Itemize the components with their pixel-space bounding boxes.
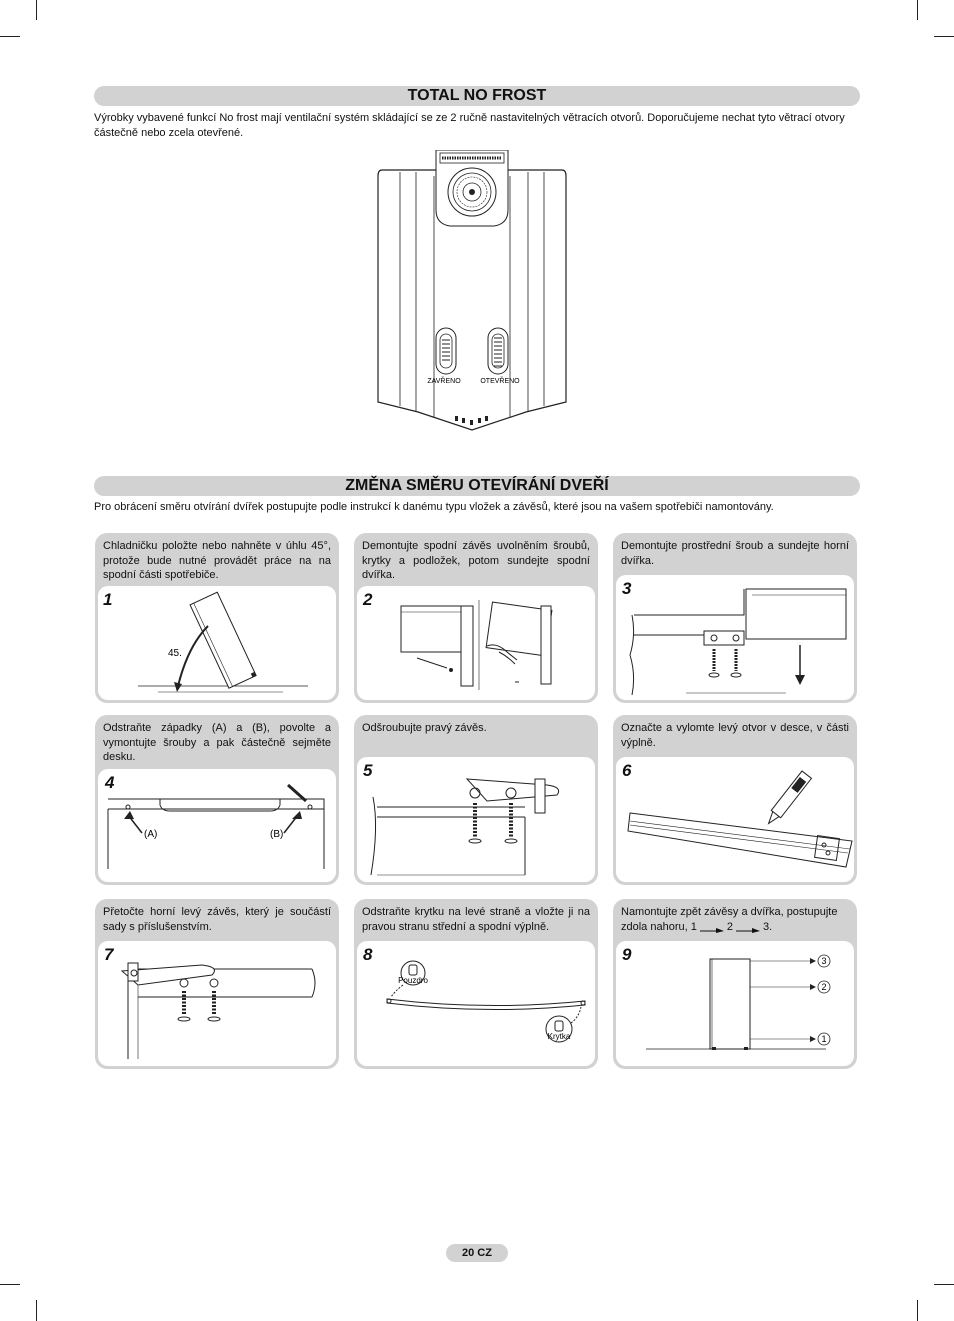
step-illustration: 4 (A) (B) [98,769,336,882]
step-text: Chladničku položte nebo nahněte v úhlu 4… [103,540,331,581]
section-title-no-frost: TOTAL NO FROST [94,86,860,106]
latch-a-label: (A) [144,829,157,840]
step-card-6: Označte a vylomte levý otvor v desce, v … [613,715,857,885]
step-illustration: 1 45. [98,586,336,700]
no-frost-intro: Výrobky vybavené funkcí No frost mají ve… [94,112,845,139]
crop-mark [934,1284,954,1285]
step-text: Namontujte zpět závěsy a dvířka, postupu… [621,905,849,934]
step-text: Odstraňte krytku na levé straně a vložte… [362,906,590,933]
step-card-1: Chladničku položte nebo nahněte v úhlu 4… [95,533,339,703]
page-number: 20 CZ [446,1244,508,1262]
step-illustration: 8 Pouzdro Krytka [357,941,595,1066]
step-number: 4 [105,773,115,792]
crop-mark [934,36,954,37]
step-card-8: Odstraňte krytku na levé straně a vložte… [354,899,598,1069]
step-text: Demontujte prostřední šroub a sundejte h… [621,540,849,567]
sleeve-label: Pouzdro [398,976,428,985]
sequence-end: 3. [762,920,773,933]
vent-closed-label: ZAVŘENO [427,376,461,385]
step-illustration: 7 [98,941,336,1066]
step-card-5: Odšroubujte pravý závěs. 5 [354,715,598,885]
position-1-label: 1 [821,1034,826,1044]
angle-label: 45. [168,648,182,659]
position-3-label: 3 [821,956,826,966]
arrow-right-icon [699,923,724,933]
step-card-4: Odstraňte západky (A) a (B), povolte a v… [95,715,339,885]
step-text: Odšroubujte pravý závěs. [362,722,487,734]
step-text-sequence: zdola nahoru, 1 2 3. [621,920,849,935]
step-illustration: 6 [616,757,854,882]
step-text: Označte a vylomte levý otvor v desce, v … [621,722,849,749]
step-card-2: Demontujte spodní závěs uvolněním šroubů… [354,533,598,703]
position-2-label: 2 [821,982,826,992]
step-illustration: 3 [616,575,854,700]
step-number: 9 [622,945,632,964]
fridge-back-illustration: ZAVŘENO OTEVŘENO [376,149,568,432]
step-card-3: Demontujte prostřední šroub a sundejte h… [613,533,857,703]
step-card-9: Namontujte zpět závěsy a dvířka, postupu… [613,899,857,1069]
crop-mark [36,0,37,20]
section-title-door-reversal: ZMĚNA SMĚRU OTEVÍRÁNÍ DVEŘÍ [94,476,860,496]
step-text: Demontujte spodní závěs uvolněním šroubů… [362,540,590,581]
crop-mark [917,0,918,20]
crop-mark [917,1300,918,1321]
step-card-7: Přetočte horní levý závěs, který je souč… [95,899,339,1069]
step-number: 1 [103,590,113,609]
step-illustration: 9 3 2 1 [616,941,854,1066]
step-text-line: Namontujte zpět závěsy a dvířka, postupu… [621,906,838,918]
sequence-start: zdola nahoru, 1 [621,920,697,933]
latch-b-label: (B) [270,829,283,840]
step-number: 5 [363,761,373,780]
cap-label: Krytka [548,1032,571,1041]
crop-mark [0,1284,20,1285]
crop-mark [0,36,20,37]
sequence-mid: 2 [726,920,733,933]
step-number: 3 [622,579,632,598]
arrow-right-icon [735,923,760,933]
step-illustration: 2 [357,586,595,700]
step-text: Odstraňte západky (A) a (B), povolte a v… [103,722,331,763]
step-number: 6 [622,761,632,780]
step-number: 7 [104,945,114,964]
step-number: 8 [363,945,373,964]
step-illustration: 5 [357,757,595,882]
step-number: 2 [363,590,373,609]
door-reversal-intro: Pro obrácení směru otvírání dvířek postu… [94,501,774,513]
crop-mark [36,1300,37,1321]
step-text: Přetočte horní levý závěs, který je souč… [103,906,331,933]
vent-open-label: OTEVŘENO [480,376,520,385]
